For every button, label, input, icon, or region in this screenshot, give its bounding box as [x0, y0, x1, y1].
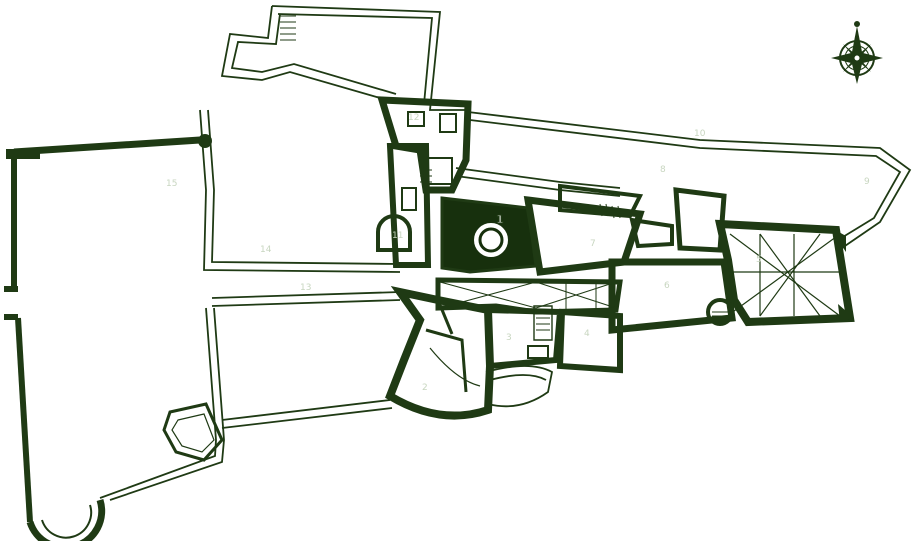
- area-label-15: 15: [166, 179, 177, 189]
- area-label-4: 4: [584, 329, 590, 339]
- keep-label: 1: [496, 213, 504, 226]
- area-label-2: 2: [422, 383, 428, 393]
- area-label-12: 12: [408, 113, 419, 123]
- area-label-7: 7: [590, 239, 596, 249]
- area-label-5: 5: [756, 255, 762, 265]
- area-labels: 15 14 13 12 11 10 9 8 7 6 5 4 3 2: [166, 113, 870, 393]
- area-label-10: 10: [694, 129, 706, 139]
- area-label-11: 11: [392, 231, 403, 241]
- west-bailey-wall: [4, 134, 212, 541]
- area-label-13: 13: [300, 283, 311, 293]
- stairs: [280, 15, 621, 219]
- area-label-14: 14: [260, 245, 272, 255]
- southwest-small-tower: [162, 402, 224, 462]
- compass-rose-icon: [831, 21, 883, 84]
- area-label-8: 8: [660, 165, 666, 175]
- plan-drawing: 1: [4, 5, 912, 541]
- castle-core: 1: [376, 96, 855, 420]
- area-label-6: 6: [664, 281, 670, 291]
- area-label-3: 3: [506, 333, 512, 343]
- area-label-9: 9: [864, 177, 870, 187]
